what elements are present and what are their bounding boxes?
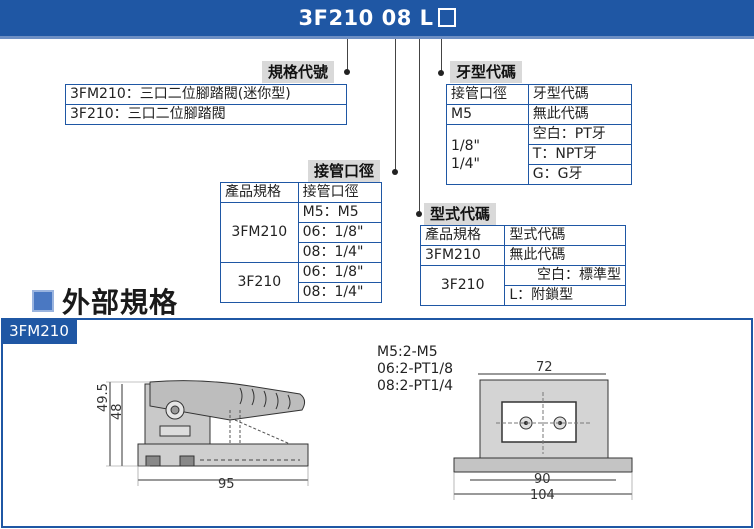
header-underline <box>0 36 754 39</box>
top-view-drawing <box>453 373 633 500</box>
table-row: T：NPT牙 <box>447 144 633 165</box>
connector-dot-style-code <box>416 211 422 217</box>
table-row: 3FM210 無此代碼 <box>419 245 626 266</box>
thread-row2-port-a: 1/8" <box>451 137 480 154</box>
port-size-table: 產品規格 接管口徑 3FM210 M5：M5 06：1/8" 08：1/4" 3… <box>220 182 383 303</box>
thread-code-pt: 空白：PT牙 <box>527 124 633 145</box>
port-size-label: 接管口徑 <box>308 160 381 182</box>
port-group1-option-3: 08：1/4" <box>297 242 383 263</box>
section-bullet-icon <box>32 290 54 312</box>
style-code-table: 產品規格 型式代碼 3FM210 無此代碼 3F210 空白：標準型 L：附鎖型 <box>419 225 626 306</box>
size-spec-row-2: 3F210：三口二位腳踏閥 <box>65 104 347 125</box>
connector-dot-thread-type <box>438 70 444 76</box>
side-pedal <box>149 380 306 421</box>
connector-dot-size-spec <box>344 69 350 75</box>
connector-port-size <box>395 39 396 172</box>
port-group1-option-2: 06：1/8" <box>297 222 383 243</box>
style-code-label: 型式代碼 <box>424 203 497 225</box>
thread-code-g: G：G牙 <box>527 164 633 185</box>
table-row: 1/8" 1/4" 空白：PT牙 <box>446 124 633 185</box>
size-spec-label: 規格代號 <box>262 61 335 83</box>
thread-row2-port-b: 1/4" <box>451 155 480 172</box>
port-notes: M5:2-M5 06:2-PT1/8 08:2-PT1/4 <box>377 344 453 395</box>
connector-style-code <box>419 39 420 214</box>
side-port-block <box>159 425 191 437</box>
port-group2-model: 3F210 <box>220 262 299 303</box>
table-row: 3FM210 M5：M5 <box>220 202 383 263</box>
style-row1-model: 3FM210 <box>419 245 506 266</box>
connector-dot-port-size <box>392 169 398 175</box>
table-row: G：G牙 <box>447 164 633 185</box>
thread-row2-ports: 1/8" 1/4" <box>446 124 529 185</box>
side-foot-mid <box>179 455 195 467</box>
side-fitting-core <box>170 405 180 415</box>
thread-row1-port: M5 <box>446 104 529 125</box>
table-row: 3F210：三口二位腳踏閥 <box>65 104 347 125</box>
style-header-code: 型式代碼 <box>504 225 626 246</box>
drawing-panel-tab: 3FM210 <box>1 318 77 344</box>
side-base <box>137 443 309 467</box>
port-note-1: M5:2-M5 <box>377 344 438 360</box>
side-pedal-ribs <box>239 387 291 410</box>
port-group1-option-1: M5：M5 <box>297 202 383 223</box>
port-header-model: 產品規格 <box>220 182 299 203</box>
dim-height-b: 48 <box>110 403 125 420</box>
dim-outer-width: 104 <box>530 488 555 503</box>
style-row1-code: 無此代碼 <box>504 245 626 266</box>
size-spec-table: 3FM210：三口二位腳踏閥(迷你型) 3F210：三口二位腳踏閥 <box>65 84 347 125</box>
thread-code-npt: T：NPT牙 <box>527 144 633 165</box>
table-row: 08：1/4" <box>221 242 383 263</box>
port-group2-option-1: 06：1/8" <box>297 262 383 283</box>
table-row: 08：1/4" <box>221 282 383 303</box>
port-note-3: 08:2-PT1/4 <box>377 378 454 394</box>
side-hidden-lines <box>229 410 291 445</box>
section-title: 外部規格 <box>62 286 179 319</box>
top-base-plate <box>453 457 633 473</box>
thread-type-table: 接管口徑 牙型代碼 M5 無此代碼 1/8" 1/4" 空白：PT牙 T：NPT… <box>446 84 633 185</box>
thread-row1-code: 無此代碼 <box>527 104 633 125</box>
thread-type-label: 牙型代碼 <box>450 61 523 83</box>
model-code-placeholder-box <box>437 8 456 27</box>
thread-header-code: 牙型代碼 <box>527 84 633 105</box>
side-view-drawing <box>106 380 309 486</box>
connector-thread-type <box>441 39 442 73</box>
port-group2-option-2: 08：1/4" <box>297 282 383 303</box>
drawing-panel <box>1 318 753 528</box>
table-row: 3FM210：三口二位腳踏閥(迷你型) <box>65 84 347 105</box>
table-row: 產品規格 接管口徑 <box>220 182 383 203</box>
side-foot-left <box>145 455 161 467</box>
style-header-model: 產品規格 <box>419 225 506 246</box>
dim-top-width: 72 <box>536 360 553 375</box>
dim-height-a: 49.5 <box>96 383 111 412</box>
port-group1-model: 3FM210 <box>220 202 299 263</box>
style-code-lock: L：附鎖型 <box>504 285 626 306</box>
table-row: 3F210 06：1/8" <box>220 262 383 303</box>
port-header-size: 接管口徑 <box>297 182 383 203</box>
table-row: M5 無此代碼 <box>446 104 633 125</box>
dim-length: 95 <box>218 477 235 492</box>
model-code: 3F210 08 L <box>0 0 754 36</box>
table-row: 接管口徑 牙型代碼 <box>446 84 633 105</box>
table-row: L：附鎖型 <box>421 285 626 306</box>
thread-header-port: 接管口徑 <box>446 84 529 105</box>
header-banner <box>0 0 754 36</box>
table-row: 3F210 空白：標準型 <box>419 265 626 306</box>
size-spec-row-1: 3FM210：三口二位腳踏閥(迷你型) <box>65 84 347 105</box>
style-row2-model: 3F210 <box>419 265 506 306</box>
connector-size-spec <box>347 39 348 72</box>
dim-inner-width: 90 <box>534 472 551 487</box>
style-code-standard: 空白：標準型 <box>504 265 626 286</box>
table-row: 產品規格 型式代碼 <box>419 225 626 246</box>
port-note-2: 06:2-PT1/8 <box>377 361 454 377</box>
model-code-text: 3F210 08 L <box>298 6 434 30</box>
